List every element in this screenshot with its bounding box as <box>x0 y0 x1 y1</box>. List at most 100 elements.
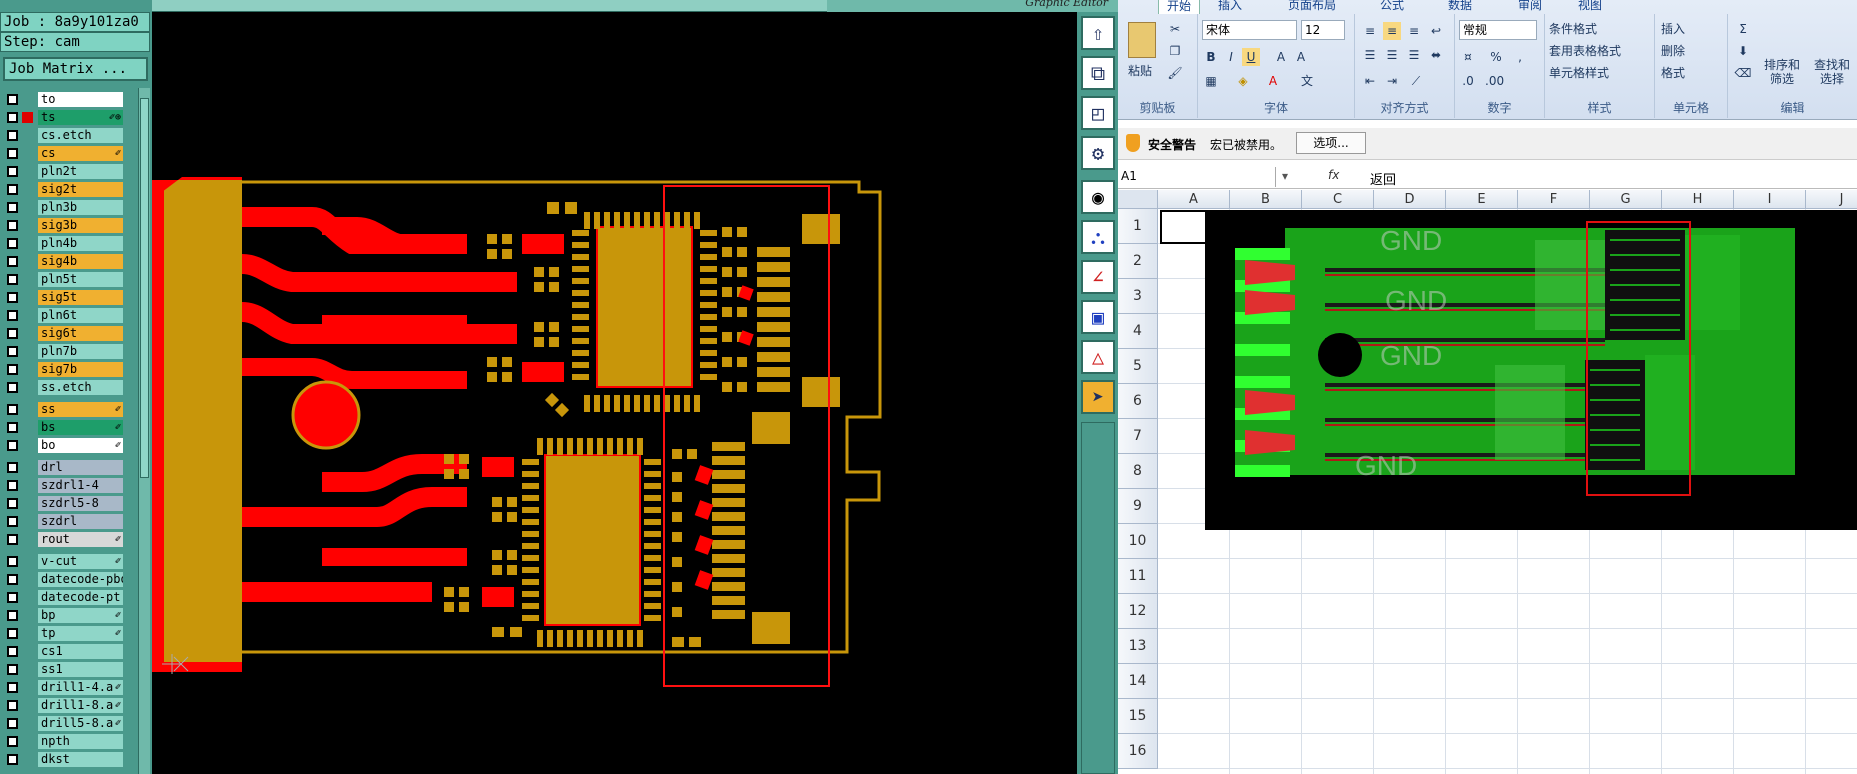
layer-row[interactable]: cs1 <box>3 644 123 659</box>
column-header[interactable]: E <box>1446 190 1518 209</box>
layer-color-swatch[interactable] <box>22 202 33 213</box>
name-box[interactable]: A1 <box>1118 167 1276 187</box>
percent-icon[interactable]: % <box>1490 50 1502 64</box>
layer-row[interactable]: ss✐ <box>3 402 123 417</box>
layer-name[interactable]: drill1-4.a✐ <box>38 680 123 695</box>
layer-row[interactable]: dkst <box>3 752 123 767</box>
column-header[interactable]: J <box>1806 190 1857 209</box>
layer-row[interactable]: drill5-8.a✐ <box>3 716 123 731</box>
layer-color-swatch[interactable] <box>22 148 33 159</box>
column-header[interactable]: H <box>1662 190 1734 209</box>
layer-name[interactable]: ss✐ <box>38 402 123 417</box>
align-right-icon[interactable]: ☰ <box>1408 48 1420 62</box>
layer-checkbox[interactable] <box>7 516 18 527</box>
layer-checkbox[interactable] <box>7 184 18 195</box>
layer-color-swatch[interactable] <box>22 610 33 621</box>
layer-checkbox[interactable] <box>7 346 18 357</box>
layer-row[interactable]: pln3b <box>3 200 123 215</box>
layer-row[interactable]: cs.etch <box>3 128 123 143</box>
column-header[interactable]: B <box>1230 190 1302 209</box>
wrap-text-icon[interactable]: ↩ <box>1430 24 1442 38</box>
layer-color-swatch[interactable] <box>22 274 33 285</box>
row-header[interactable]: 6 <box>1118 384 1158 419</box>
align-center-icon[interactable]: ☰ <box>1386 48 1398 62</box>
layer-checkbox[interactable] <box>7 238 18 249</box>
triangle-icon[interactable]: △ <box>1081 340 1115 374</box>
layer-checkbox[interactable] <box>7 610 18 621</box>
align-left-icon[interactable]: ☰ <box>1364 48 1376 62</box>
align-bottom-icon[interactable]: ≡ <box>1408 24 1420 38</box>
grow-font-icon[interactable]: A <box>1276 50 1286 64</box>
layer-color-swatch[interactable] <box>22 440 33 451</box>
layer-name[interactable]: sig6t <box>38 326 123 341</box>
exit-icon[interactable]: ⇧ <box>1081 16 1115 50</box>
layer-row[interactable]: v-cut✐ <box>3 554 123 569</box>
layer-name[interactable]: dkst <box>38 752 123 767</box>
layer-checkbox[interactable] <box>7 736 18 747</box>
row-header[interactable]: 16 <box>1118 734 1158 769</box>
layer-checkbox[interactable] <box>7 166 18 177</box>
bold-icon[interactable]: B <box>1206 50 1216 64</box>
layer-scrollbar[interactable] <box>138 88 150 774</box>
layer-row[interactable]: ts✐⊕ <box>3 110 123 125</box>
layer-color-swatch[interactable] <box>22 328 33 339</box>
layer-name[interactable]: bo✐ <box>38 438 123 453</box>
layer-row[interactable]: szdrl <box>3 514 123 529</box>
layer-color-swatch[interactable] <box>22 220 33 231</box>
layer-name[interactable]: pln6t <box>38 308 123 323</box>
row-header[interactable]: 5 <box>1118 349 1158 384</box>
layer-checkbox[interactable] <box>7 328 18 339</box>
layer-name[interactable]: ts✐⊕ <box>38 110 123 125</box>
layer-color-swatch[interactable] <box>22 346 33 357</box>
decrease-indent-icon[interactable]: ⇤ <box>1364 74 1376 88</box>
layer-name[interactable]: bs✐ <box>38 420 123 435</box>
layer-row[interactable]: rout✐ <box>3 532 123 547</box>
layer-row[interactable]: bp✐ <box>3 608 123 623</box>
layer-name[interactable]: datecode-pt <box>38 590 123 605</box>
paste-icon[interactable] <box>1128 22 1156 58</box>
layer-row[interactable]: drill1-4.a✐ <box>3 680 123 695</box>
column-header[interactable]: A <box>1158 190 1230 209</box>
layer-color-swatch[interactable] <box>22 628 33 639</box>
align-middle-icon[interactable]: ≡ <box>1383 22 1401 40</box>
layer-checkbox[interactable] <box>7 382 18 393</box>
italic-icon[interactable]: I <box>1229 50 1233 64</box>
insert-button[interactable]: 插入 <box>1661 22 1686 36</box>
layer-row[interactable]: drill1-8.a✐ <box>3 698 123 713</box>
layer-name[interactable]: to <box>38 92 123 107</box>
layer-name[interactable]: szdrl5-8 <box>38 496 123 511</box>
clear-icon[interactable]: ⌫ <box>1734 66 1752 80</box>
layer-row[interactable]: pln2t <box>3 164 123 179</box>
font-size-select[interactable]: 12 <box>1301 20 1345 40</box>
layer-row[interactable]: pln7b <box>3 344 123 359</box>
layer-name[interactable]: sig5t <box>38 290 123 305</box>
conditional-format-button[interactable]: 条件格式 <box>1549 22 1598 36</box>
row-header[interactable]: 10 <box>1118 524 1158 559</box>
layer-checkbox[interactable] <box>7 256 18 267</box>
row-header[interactable]: 8 <box>1118 454 1158 489</box>
ribbon-tab[interactable]: 审阅 <box>1518 0 1543 12</box>
column-header[interactable]: I <box>1734 190 1806 209</box>
layer-checkbox[interactable] <box>7 404 18 415</box>
layer-name[interactable]: ss.etch <box>38 380 123 395</box>
layer-checkbox[interactable] <box>7 292 18 303</box>
copy-icon[interactable]: ❐ <box>1169 44 1181 58</box>
layer-checkbox[interactable] <box>7 440 18 451</box>
fx-icon[interactable]: fx <box>1328 168 1340 182</box>
layer-checkbox[interactable] <box>7 682 18 693</box>
layer-color-swatch[interactable] <box>22 404 33 415</box>
column-header[interactable]: C <box>1302 190 1374 209</box>
layer-name[interactable]: pln2t <box>38 164 123 179</box>
layer-row[interactable]: ss.etch <box>3 380 123 395</box>
layer-name[interactable]: sig4b <box>38 254 123 269</box>
layer-color-swatch[interactable] <box>22 462 33 473</box>
layer-name[interactable]: ss1 <box>38 662 123 677</box>
select-box-icon[interactable]: ▣ <box>1081 300 1115 334</box>
layer-row[interactable]: cs✐ <box>3 146 123 161</box>
layer-checkbox[interactable] <box>7 112 18 123</box>
layer-row[interactable]: tp✐ <box>3 626 123 641</box>
layer-row[interactable]: sig3b <box>3 218 123 233</box>
layer-color-swatch[interactable] <box>22 94 33 105</box>
layer-name[interactable]: drill5-8.a✐ <box>38 716 123 731</box>
